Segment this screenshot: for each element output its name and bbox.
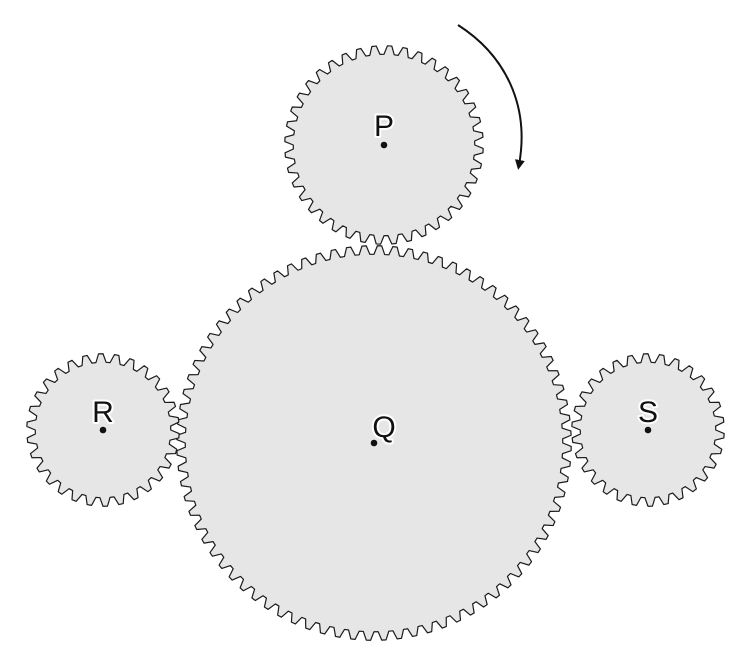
- gear-r-center-dot: [99, 426, 107, 434]
- gear-s-label: S: [638, 396, 658, 429]
- gear-r: R: [26, 353, 180, 507]
- gear-r-label: R: [92, 396, 114, 429]
- gear-q-label: Q: [372, 411, 395, 444]
- gear-s-center-dot: [644, 426, 652, 434]
- gear-p-label: P: [374, 110, 394, 143]
- rotation-arrow: [457, 24, 525, 170]
- gear-p-center-dot: [380, 141, 388, 149]
- gear-p: P: [284, 45, 484, 245]
- gear-q-center-dot: [370, 439, 378, 447]
- gear-q: Q: [176, 245, 572, 641]
- gear-s: S: [571, 353, 725, 507]
